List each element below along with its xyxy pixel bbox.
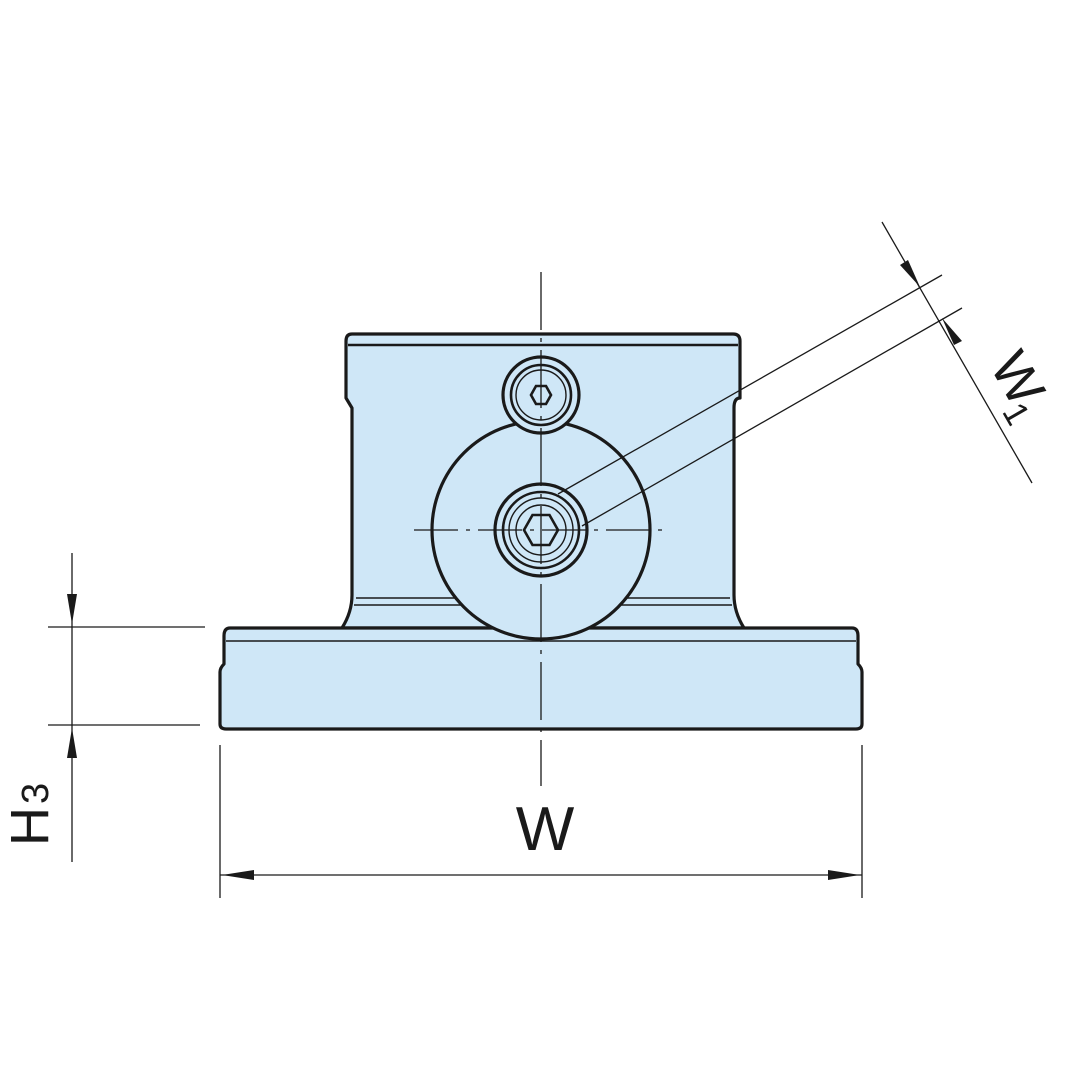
w1-arrow-bottom [942, 318, 962, 345]
center-lines [414, 272, 670, 786]
w1-extension-line-1 [557, 274, 943, 495]
w-arrow-right [828, 870, 860, 880]
h3-label-text: H [0, 807, 60, 846]
dimension-w: W [219, 745, 863, 898]
upper-screw-hex-socket-icon [529, 384, 553, 406]
h3-label: H 3 [0, 783, 60, 846]
h3-label-subscript: 3 [15, 783, 57, 804]
dimension-h3: H 3 [0, 553, 205, 862]
w-arrow-left [222, 870, 254, 880]
w1-label: W 1 [978, 342, 1055, 432]
central-screw-hex-socket-icon [522, 513, 560, 547]
h3-arrow-top [67, 594, 77, 624]
w1-arrow-top [900, 260, 920, 287]
w1-extension-line-2 [581, 307, 963, 527]
w-label: W [516, 795, 575, 864]
w1-dimension-line [881, 221, 1033, 484]
h3-arrow-bottom [67, 728, 77, 758]
